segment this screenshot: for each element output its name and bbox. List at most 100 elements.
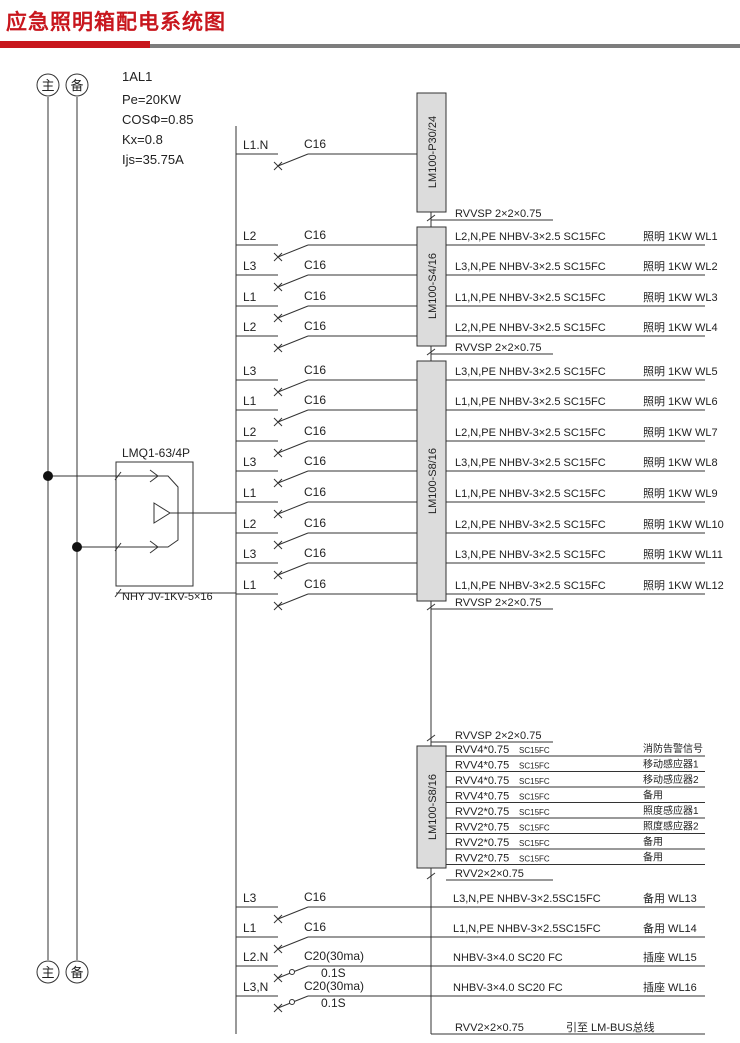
module-1-bottom-cable: RVVSP 2×2×0.75 xyxy=(455,208,541,220)
breaker-contact xyxy=(277,562,309,576)
circuit-phase: L1 xyxy=(243,290,257,304)
signal-pipe: SC15FC xyxy=(519,762,550,771)
circuit-cable: L3,N,PE NHBV-3×2.5 SC15FC xyxy=(455,261,606,273)
circuit-phase: L1 xyxy=(243,394,257,408)
circuit-load: 照明 1KW WL11 xyxy=(643,548,723,561)
signal-line: RVV4*0.75 SC15FC 移动感应器2 xyxy=(446,773,705,788)
signal-pipe: SC15FC xyxy=(519,855,550,864)
module-label: LM100-S8/16 xyxy=(427,774,439,840)
circuit-load: 照明 1KW WL12 xyxy=(643,579,724,592)
module-4: LM100-S8/16 xyxy=(416,745,447,869)
signal-cable: RVV2*0.75 xyxy=(455,822,509,834)
circuit-cable: L1,N,PE NHBV-3×2.5 SC15FC xyxy=(455,292,606,304)
panel-ijs: Ijs=35.75A xyxy=(122,152,184,167)
signal-label: 照度感应器1 xyxy=(643,804,699,817)
circuit-phase: L3,N xyxy=(243,980,268,994)
breaker-contact xyxy=(277,335,309,349)
circuit-load: 插座 WL16 xyxy=(643,980,697,994)
backup-source-top: 备 xyxy=(65,73,89,97)
circuit-phase: L3 xyxy=(243,364,257,378)
circuit-breaker: C16 xyxy=(304,920,326,934)
svg-text:备: 备 xyxy=(70,965,83,980)
circuit-load: 照明 1KW WL8 xyxy=(643,456,718,469)
main-source-bottom: 主 xyxy=(36,960,60,984)
signal-pipe: SC15FC xyxy=(519,777,550,786)
circuit-cable: NHBV-3×4.0 SC20 FC xyxy=(453,952,563,964)
circuit-load: 照明 1KW WL5 xyxy=(643,365,718,378)
page-title: 应急照明箱配电系统图 xyxy=(6,10,226,34)
circuit-load: 照明 1KW WL9 xyxy=(643,487,718,500)
module-label: LM100-S4/16 xyxy=(427,253,439,319)
signal-pipe: SC15FC xyxy=(519,808,550,817)
signal-cable: RVV2*0.75 xyxy=(455,853,509,865)
circuit-breaker: C16 xyxy=(304,424,326,438)
signal-cable: RVV2*0.75 xyxy=(455,806,509,818)
module-2-bottom-cable: RVVSP 2×2×0.75 xyxy=(455,342,541,354)
circuit-trip-time: 0.1S xyxy=(321,966,346,980)
circuit-cable: L2,N,PE NHBV-3×2.5 SC15FC xyxy=(455,519,606,531)
breaker-contact xyxy=(277,244,309,258)
signal-pipe: SC15FC xyxy=(519,746,550,755)
svg-text:主: 主 xyxy=(41,965,54,980)
breaker-contact xyxy=(277,440,309,454)
circuit-load: 备用 WL14 xyxy=(643,921,697,935)
breaker-contact xyxy=(277,305,309,319)
circuit-load: 照明 1KW WL1 xyxy=(643,230,718,243)
signal-label: 备用 xyxy=(643,835,663,848)
circuit-cable: L1,N,PE NHBV-3×2.5 SC15FC xyxy=(455,488,606,500)
circuit-cable: L3,N,PE NHBV-3×2.5 SC15FC xyxy=(455,549,606,561)
circuit-cable: L3,N,PE NHBV-3×2.5SC15FC xyxy=(453,893,601,905)
backup-source-bottom: 备 xyxy=(65,960,89,984)
circuit-phase: L1.N xyxy=(243,138,268,152)
circuit-breaker: C16 xyxy=(304,890,326,904)
signal-label: 备用 xyxy=(643,789,663,802)
breaker-contact xyxy=(277,593,309,607)
circuit-load: 照明 1KW WL7 xyxy=(643,426,718,439)
panel-info: 1AL1 Pe=20KW COSΦ=0.85 Kx=0.8 Ijs=35.75A xyxy=(122,69,193,167)
signal-line: RVV2*0.75 SC15FC 照度感应器1 xyxy=(446,804,705,819)
circuit-breaker: C16 xyxy=(304,577,326,591)
panel-pe: Pe=20KW xyxy=(122,92,182,107)
circuit-breaker: C16 xyxy=(304,546,326,560)
signal-cable: RVV4*0.75 xyxy=(455,775,509,787)
signal-line: RVV2*0.75 SC15FC 备用 xyxy=(446,851,705,865)
breaker-contact xyxy=(277,936,309,950)
circuit-breaker: C16 xyxy=(304,137,326,151)
title-divider xyxy=(0,44,740,48)
circuit-cable: L3,N,PE NHBV-3×2.5 SC15FC xyxy=(455,366,606,378)
circuit-breaker: C20(30ma) xyxy=(304,979,364,993)
circuit-load: 备用 WL13 xyxy=(643,891,697,905)
breaker-contact xyxy=(277,274,309,288)
panel-name: 1AL1 xyxy=(122,69,152,84)
backup-junction-dot xyxy=(72,542,82,552)
circuit-cable: L1,N,PE NHBV-3×2.5 SC15FC xyxy=(455,580,606,592)
circuit-load: 照明 1KW WL6 xyxy=(643,395,718,408)
panel-cos: COSΦ=0.85 xyxy=(122,112,193,127)
breaker-contact xyxy=(277,470,309,484)
breaker-contact xyxy=(277,532,309,546)
bus-cable: RVV2×2×0.75 xyxy=(455,1022,524,1034)
panel-kx: Kx=0.8 xyxy=(122,132,163,147)
signal-cable: RVV2*0.75 xyxy=(455,837,509,849)
circuit-breaker: C16 xyxy=(304,228,326,242)
circuit-phase: L2 xyxy=(243,517,257,531)
signal-label: 移动感应器2 xyxy=(643,773,699,786)
signal-label: 备用 xyxy=(643,851,663,864)
signal-cable: RVV4*0.75 xyxy=(455,760,509,772)
module-4-bottom-cable: RVV2×2×0.75 xyxy=(455,868,524,880)
main-junction-dot xyxy=(43,471,53,481)
